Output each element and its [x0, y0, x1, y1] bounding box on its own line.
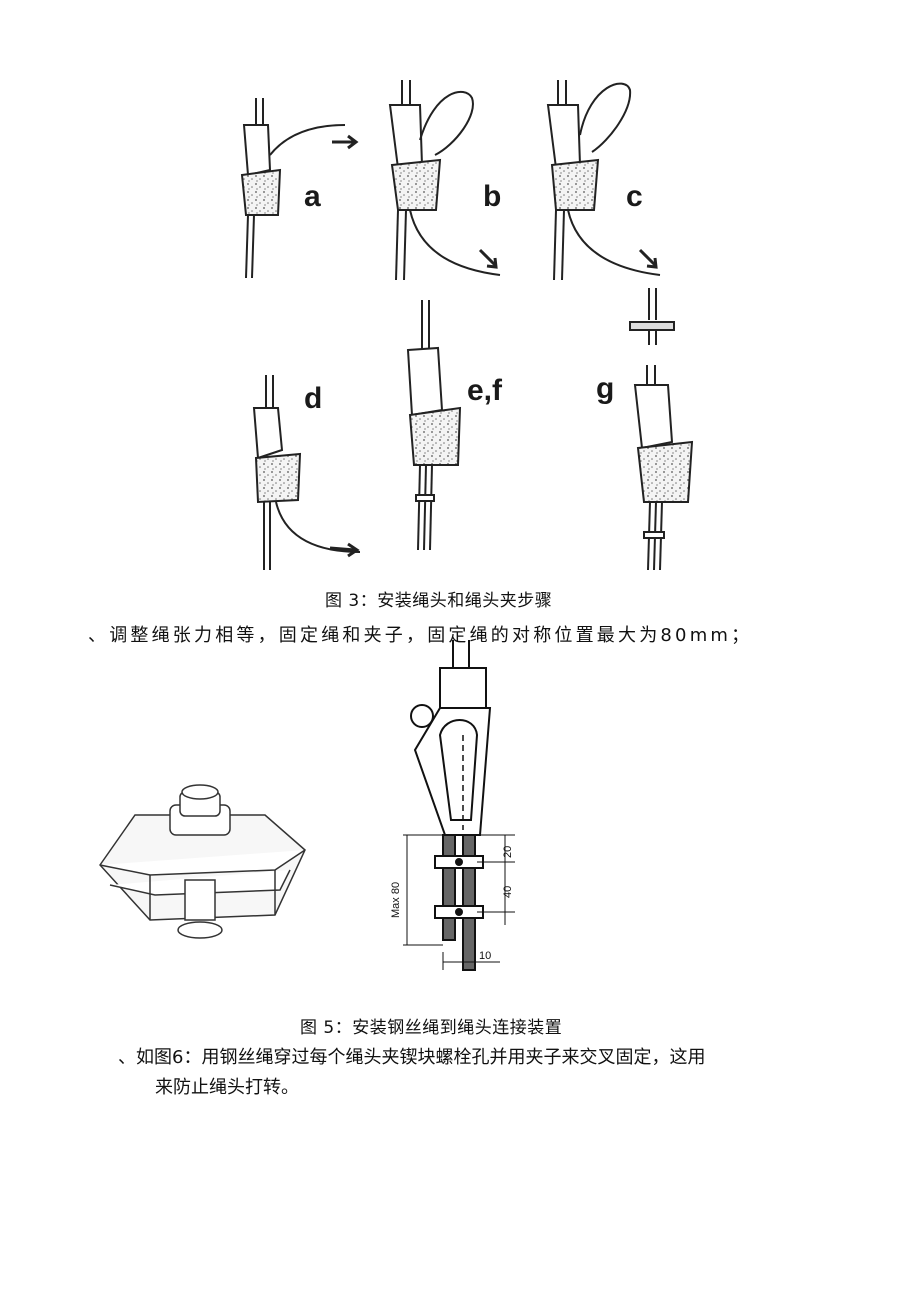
- step-label-c: c: [626, 180, 643, 213]
- step-g-drawing: [629, 288, 694, 571]
- step-label-b: b: [483, 180, 502, 213]
- figure-5-left-clamp: [80, 780, 315, 950]
- dim-40: 40: [502, 886, 514, 898]
- figure-5-right-drawing: Max 80 20 40 10: [385, 640, 535, 975]
- paragraph-2-line-1: 、如图6：用钢丝绳穿过每个绳头夹锲块螺栓孔并用夹子来交叉固定，这用: [118, 1047, 706, 1068]
- figure-3: a b c d e,f g: [230, 70, 694, 580]
- rope-socket-dimension-drawing: Max 80 20 40 10: [390, 640, 515, 971]
- figure-3-caption: 图 3：安装绳头和绳头夹步骤: [325, 591, 553, 611]
- dim-10: 10: [479, 950, 491, 962]
- figure-5-caption: 图 5：安装钢丝绳到绳头连接装置: [300, 1018, 563, 1038]
- dim-max-80: Max 80: [390, 882, 402, 918]
- step-c-drawing: [546, 80, 661, 281]
- rope-termination-steps-illustration: [240, 80, 694, 571]
- step-label-g: g: [596, 372, 615, 405]
- step-ef-drawing: [406, 300, 462, 551]
- paragraph-1: 、调整绳张力相等，固定绳和夹子，固定绳的对称位置最大为80mm；: [88, 625, 753, 646]
- step-label-d: d: [304, 382, 323, 415]
- step-a-drawing: [240, 98, 359, 279]
- dim-20: 20: [502, 846, 514, 858]
- step-b-drawing: [388, 80, 501, 281]
- step-d-drawing: [252, 375, 361, 570]
- paragraph-2-line-2: 来防止绳头打转。: [155, 1077, 299, 1098]
- step-label-a: a: [304, 180, 321, 213]
- step-label-ef: e,f: [467, 374, 503, 407]
- rope-clamp-illustration: [99, 784, 306, 939]
